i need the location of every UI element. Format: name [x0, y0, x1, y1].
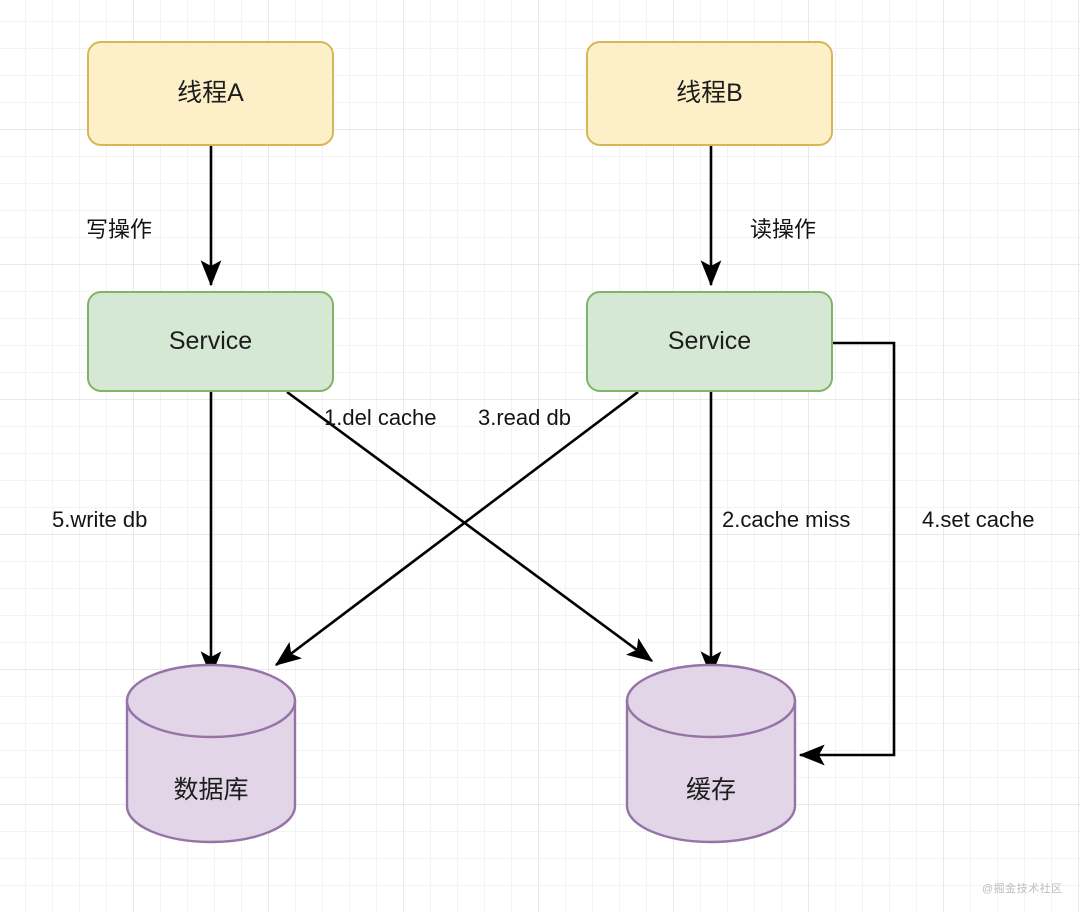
node-thread-b[interactable]: 线程B — [586, 41, 833, 146]
edge-label-del-cache: 1.del cache — [324, 405, 437, 430]
edge-label-write-db: 5.write db — [52, 507, 148, 532]
edge-label-read-operation: 读操作 — [750, 217, 817, 242]
node-cache-shape — [625, 663, 797, 844]
node-thread-b-label: 线程B — [676, 78, 743, 107]
watermark: @掘金技术社区 — [982, 883, 1063, 895]
edge-set-cache — [798, 341, 896, 766]
node-database-shape — [125, 663, 297, 844]
node-service-left[interactable]: Service — [87, 291, 334, 392]
edge-label-write-operation: 写操作 — [86, 217, 153, 242]
edge-label-set-cache: 4.set cache — [922, 507, 1035, 532]
edge-label-read-db: 3.read db — [478, 405, 571, 430]
node-service-left-label: Service — [168, 326, 253, 355]
node-thread-a-label: 线程A — [177, 78, 244, 107]
node-thread-a[interactable]: 线程A — [87, 41, 334, 146]
node-database[interactable]: 数据库 — [127, 770, 295, 810]
edge-del-cache — [286, 390, 654, 663]
edge-read-db — [274, 390, 639, 667]
node-database-label: 数据库 — [173, 776, 249, 804]
edge-label-cache-miss: 2.cache miss — [722, 507, 851, 532]
node-service-right-label: Service — [667, 326, 752, 355]
node-service-right[interactable]: Service — [586, 291, 833, 392]
node-cache[interactable]: 缓存 — [627, 770, 795, 810]
node-cache-label: 缓存 — [685, 776, 736, 804]
